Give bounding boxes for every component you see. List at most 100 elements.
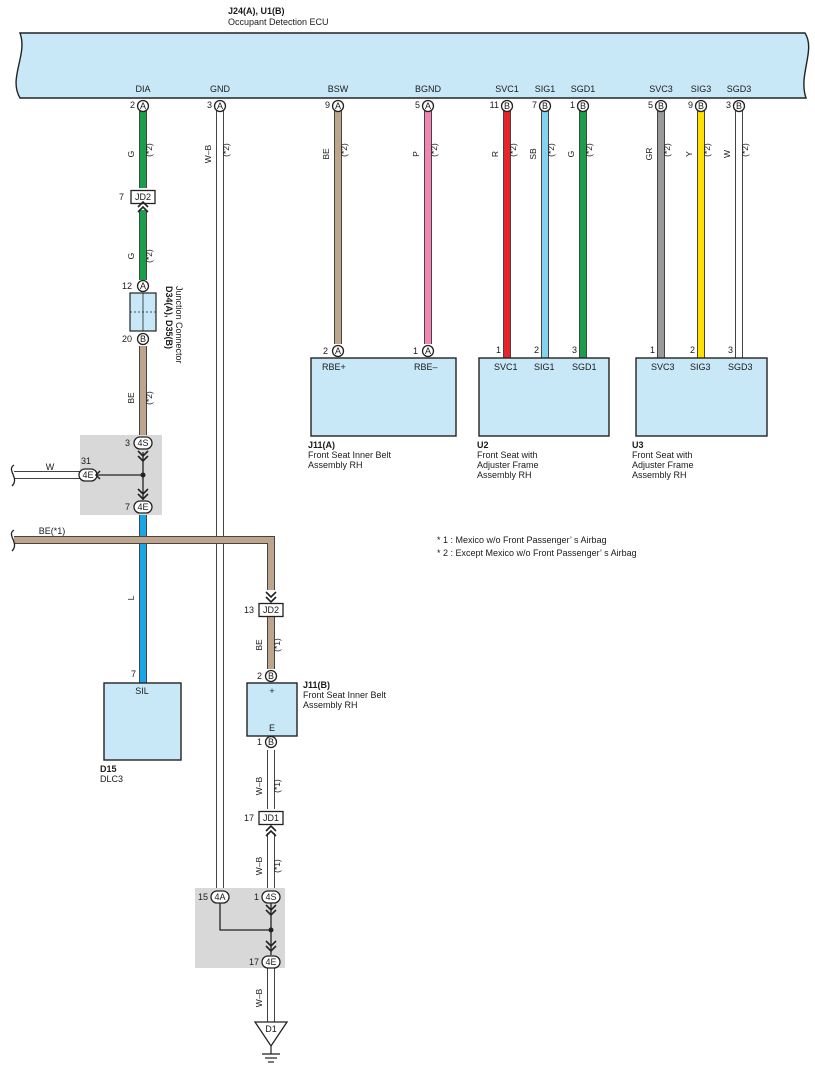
wire-color-bgnd: P bbox=[411, 151, 421, 157]
ecu-pin-num-sig1: 7 bbox=[532, 100, 537, 110]
splice-1-left-num: 31 bbox=[81, 456, 91, 466]
ecu-pin-conn-sig3-circle bbox=[694, 99, 708, 113]
ecu-pin-group: DIA2GND3BSW9BGND5SVC111SIG17SGD11SVC35SI… bbox=[130, 84, 751, 110]
ecu-pin-conn-sgd1: B bbox=[580, 101, 586, 111]
wire-color-gnd: W–B bbox=[203, 144, 213, 163]
d34-top-conn: A bbox=[140, 281, 146, 291]
ecu-body bbox=[15, 32, 810, 99]
d34-top-conn-circle bbox=[136, 279, 150, 293]
ecu-code: J24(A), U1(B) bbox=[228, 6, 285, 16]
wire-color-be-horizontal: BE(*1) bbox=[39, 526, 66, 536]
jd2-top-num: 7 bbox=[119, 192, 124, 202]
splice-1-top-oval bbox=[133, 436, 153, 450]
jd1: JD1 bbox=[263, 813, 279, 823]
u3-name3: Assembly RH bbox=[632, 470, 687, 480]
wire-group: G(*2)W–B(*2)BE(*2)P(*2)R(*2)SB(*2)G(*2)G… bbox=[14, 110, 750, 1022]
splice-1-bot-chevron-1 bbox=[137, 493, 149, 501]
j11b-name2: Assembly RH bbox=[303, 700, 358, 710]
ecu-pin-conn-dia: A bbox=[140, 101, 146, 111]
u2-num-1: 2 bbox=[534, 345, 539, 355]
jd1-num: 17 bbox=[244, 813, 254, 823]
splice-2-right: 4S bbox=[265, 892, 276, 902]
u3-pin-sig3: SIG3 bbox=[690, 362, 711, 372]
splice-2-bot-chevron-0 bbox=[265, 940, 277, 948]
j11b-top-conn: B bbox=[268, 671, 274, 681]
wire-color-sgd3: W bbox=[722, 150, 732, 158]
wire-note-jd1-bottom: (*1) bbox=[272, 859, 282, 873]
splice-2-bot: 4E bbox=[265, 957, 276, 967]
u2-name: Front Seat with bbox=[477, 450, 538, 460]
wire-note-dia-lower: (*2) bbox=[144, 249, 154, 263]
splice-2-left: 4A bbox=[214, 892, 225, 902]
ecu-pin-conn-sig1-circle bbox=[538, 99, 552, 113]
ecu-pin-conn-bsw-circle bbox=[331, 99, 345, 113]
jd2-mid-chevron-0 bbox=[265, 591, 277, 599]
ecu-pin-conn-dia-circle bbox=[136, 99, 150, 113]
wire-color-l: L bbox=[126, 595, 136, 600]
ground-connector-label: D1 bbox=[265, 1024, 277, 1034]
u2-pin-sig1: SIG1 bbox=[534, 362, 555, 372]
ecu-pin-conn-bgnd: A bbox=[425, 101, 431, 111]
j11a-conn-2-circle bbox=[421, 344, 435, 358]
d15-code: D15 bbox=[100, 764, 117, 774]
splice-1-top-chevron-1 bbox=[137, 455, 149, 463]
splice-1-left-chevron bbox=[94, 470, 101, 480]
wire-note-sig1: (*2) bbox=[546, 143, 556, 157]
d34-bot-num: 20 bbox=[122, 334, 132, 344]
ecu-pin-num-sgd3: 3 bbox=[726, 100, 731, 110]
u3-pin-svc3: SVC3 bbox=[651, 362, 675, 372]
splice-1-top-num: 3 bbox=[125, 438, 130, 448]
wire-color-dia-lower: G bbox=[126, 253, 136, 260]
d15-num: 7 bbox=[131, 669, 136, 679]
ecu-pin-label-gnd: GND bbox=[210, 84, 231, 94]
d34-name: Junction Connector bbox=[174, 286, 184, 364]
splice-2-bot-chevron-1 bbox=[265, 945, 277, 953]
splice-2-bot-num: 17 bbox=[249, 957, 259, 967]
ecu-pin-conn-svc3-circle bbox=[654, 99, 668, 113]
jd2-top-chevron-0 bbox=[137, 205, 149, 213]
splice-2-left-num: 15 bbox=[198, 892, 208, 902]
note-1: * 1 : Mexico w/o Front Passenger’ s Airb… bbox=[437, 535, 607, 545]
jd1-chevron-1 bbox=[265, 824, 277, 832]
ecu-pin-label-sig3: SIG3 bbox=[691, 84, 712, 94]
wire-be-horizontal bbox=[14, 537, 274, 590]
ecu-pin-conn-sig1: B bbox=[542, 101, 548, 111]
splice-1-bot-chevron-0 bbox=[137, 488, 149, 496]
ecu-pin-label-bsw: BSW bbox=[328, 84, 349, 94]
ecu-pin-label-sig1: SIG1 bbox=[535, 84, 556, 94]
j11a-pin1: RBE+ bbox=[322, 362, 346, 372]
u3-box bbox=[635, 357, 768, 437]
wire-color-jd1-bottom: W–B bbox=[254, 856, 264, 875]
ecu-pin-num-bgnd: 5 bbox=[415, 100, 420, 110]
ecu-pin-num-sgd1: 1 bbox=[570, 100, 575, 110]
u2-name3: Assembly RH bbox=[477, 470, 532, 480]
ecu-pin-conn-bgnd-circle bbox=[421, 99, 435, 113]
j11b-plus: + bbox=[269, 686, 274, 696]
j11a-conn-1-circle bbox=[331, 344, 345, 358]
u3-num-0: 1 bbox=[650, 345, 655, 355]
break-mark-white bbox=[10, 464, 16, 487]
d34-bot-conn: B bbox=[140, 334, 146, 344]
jd2-mid: JD2 bbox=[263, 605, 279, 615]
splice-1-bot: 4E bbox=[137, 502, 148, 512]
u2-num-2: 3 bbox=[572, 345, 577, 355]
u3-code: U3 bbox=[632, 440, 644, 450]
splice-2-right-num: 1 bbox=[254, 892, 259, 902]
wire-color-white-left: W bbox=[46, 462, 55, 472]
ecu-pin-label-dia: DIA bbox=[135, 84, 150, 94]
wire-note-sig3: (*2) bbox=[702, 143, 712, 157]
wire-note-bsw: (*2) bbox=[339, 143, 349, 157]
j11b-code: J11(B) bbox=[303, 680, 330, 690]
wire-color-dia: G bbox=[126, 151, 136, 158]
splice-1-left: 4E bbox=[82, 470, 93, 480]
ecu-pin-conn-gnd-circle bbox=[213, 99, 227, 113]
j11b-name: Front Seat Inner Belt bbox=[303, 690, 387, 700]
splice-2-right-chevron-0 bbox=[265, 904, 277, 912]
j11a-code: J11(A) bbox=[308, 440, 335, 450]
jd2-top-chevron-1 bbox=[137, 200, 149, 208]
u3-num-2: 3 bbox=[728, 345, 733, 355]
u2-code: U2 bbox=[477, 440, 489, 450]
u2-pin-sgd1: SGD1 bbox=[572, 362, 597, 372]
